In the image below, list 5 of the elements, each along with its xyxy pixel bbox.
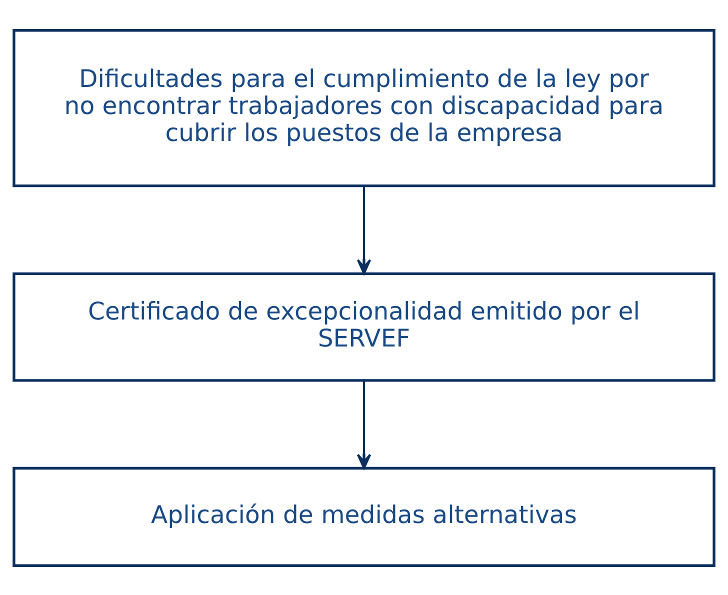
node-box: Certificado de excepcionalidad emitido por el SERVEF — [12, 272, 716, 382]
node-box: Aplicación de medidas alternativas — [12, 466, 716, 566]
arrow — [356, 186, 372, 274]
arrow — [356, 380, 372, 469]
node-box: Dificultades para el cumplimiento de la ley por no encontrar trabajadores con discapacidad para cubrir los puestos de la empresa — [12, 28, 716, 187]
